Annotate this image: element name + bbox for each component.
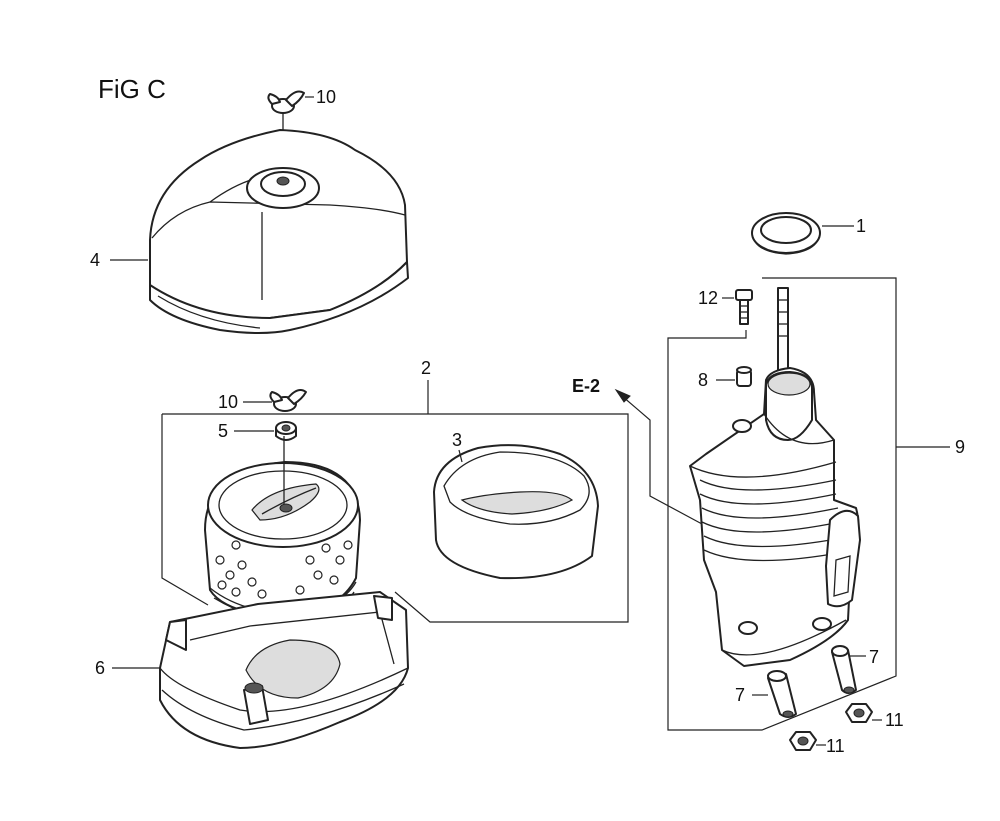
reference-e2: E-2: [572, 376, 600, 396]
nut-11-right: [845, 703, 873, 723]
callout-2: 2: [421, 358, 431, 378]
callout-12: 12: [698, 288, 718, 308]
bracket-9: [667, 277, 897, 731]
bolt: [735, 289, 753, 325]
callout-7-left: 7: [735, 685, 745, 705]
callout-6: 6: [95, 658, 105, 678]
callout-1: 1: [856, 216, 866, 236]
collar: [275, 421, 297, 441]
dowel-pin: [736, 366, 752, 387]
callout-5: 5: [218, 421, 228, 441]
callout-10-lower: 10: [218, 392, 238, 412]
callout-7-right: 7: [869, 647, 879, 667]
callout-10-top: 10: [316, 87, 336, 107]
foam-element: [433, 444, 599, 580]
collar-7-left: [767, 670, 797, 718]
figure-title: FiG C: [98, 74, 166, 104]
collar-7-right: [831, 645, 857, 694]
elbow-body: [689, 287, 861, 667]
wing-nut-lower: [269, 389, 307, 412]
bracket-2: [161, 380, 629, 623]
callout-3: 3: [452, 430, 462, 450]
air-cleaner-cover: [149, 129, 409, 334]
nut-11-lower: [789, 731, 817, 751]
callout-9: 9: [955, 437, 965, 457]
callout-11-lower: 11: [826, 736, 845, 756]
filter-element: [204, 436, 361, 623]
callout-8: 8: [698, 370, 708, 390]
wing-nut-top: [267, 90, 305, 114]
seal-ring: [751, 212, 821, 255]
air-cleaner-base: [159, 591, 409, 749]
callout-4: 4: [90, 250, 100, 270]
callout-11-right: 11: [885, 710, 904, 730]
